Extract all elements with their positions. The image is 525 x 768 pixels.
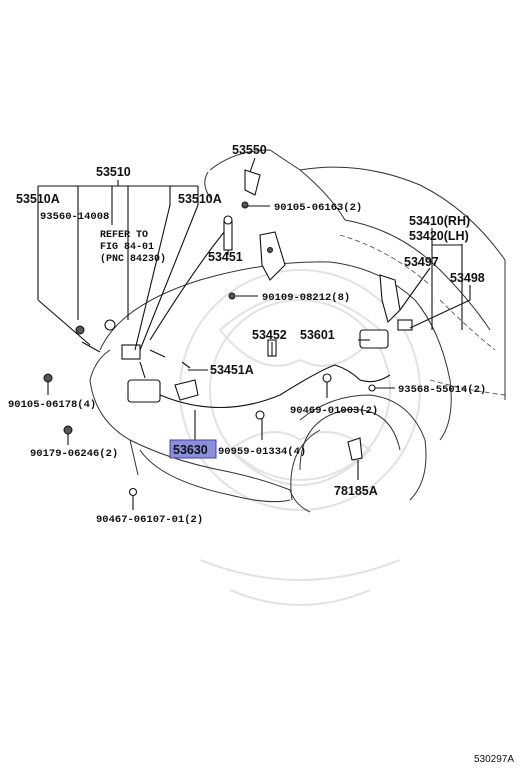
label-53497: 53497 bbox=[404, 255, 439, 269]
label-53510a-left: 53510A bbox=[16, 192, 60, 206]
label-90105-06178: 90105-06178(4) bbox=[8, 399, 96, 411]
label-90959: 90959-01334(4) bbox=[218, 446, 306, 458]
label-90469: 90469-01003(2) bbox=[290, 405, 378, 417]
label-53510: 53510 bbox=[96, 165, 131, 179]
label-53550: 53550 bbox=[232, 143, 267, 157]
release-lever bbox=[359, 329, 389, 349]
note-pnc: (PNC 84230) bbox=[100, 253, 166, 265]
release-cable bbox=[159, 364, 391, 409]
note-fig: FIG 84-01 bbox=[100, 242, 154, 253]
label-53452: 53452 bbox=[252, 328, 287, 342]
hood-cushion-right bbox=[379, 274, 413, 331]
label-93560: 93560-14008 bbox=[40, 211, 109, 223]
label-78185a: 78185A bbox=[334, 484, 378, 498]
hood-lock-striker bbox=[244, 169, 261, 196]
label-53510a-right: 53510A bbox=[178, 192, 222, 206]
figure-code: 530297A bbox=[474, 754, 514, 765]
label-53630[interactable]: 53630 bbox=[173, 443, 208, 457]
label-90467: 90467-06107-01(2) bbox=[96, 514, 203, 526]
label-53420: 53420(LH) bbox=[409, 229, 469, 243]
hood-lock-assembly bbox=[121, 344, 199, 403]
label-53601: 53601 bbox=[300, 328, 335, 342]
note-refer-to: REFER TO bbox=[100, 230, 148, 241]
label-53498: 53498 bbox=[450, 271, 485, 285]
car-body-outline bbox=[89, 149, 506, 513]
label-90105-06163: 90105-06163(2) bbox=[274, 202, 362, 214]
hood-hinge bbox=[259, 231, 286, 281]
label-93568: 93568-55014(2) bbox=[398, 384, 486, 396]
label-53451a: 53451A bbox=[210, 363, 254, 377]
label-90179: 90179-06246(2) bbox=[30, 448, 118, 460]
label-53451: 53451 bbox=[208, 250, 243, 264]
watermark bbox=[179, 269, 421, 606]
part-labels: 53550 53510 53510A 53510A 93560-14008 RE… bbox=[8, 143, 514, 765]
label-53410: 53410(RH) bbox=[409, 214, 470, 228]
leader-lines bbox=[37, 157, 471, 510]
highlight-53630 bbox=[169, 439, 217, 459]
label-90109: 90109-08212(8) bbox=[262, 292, 350, 304]
